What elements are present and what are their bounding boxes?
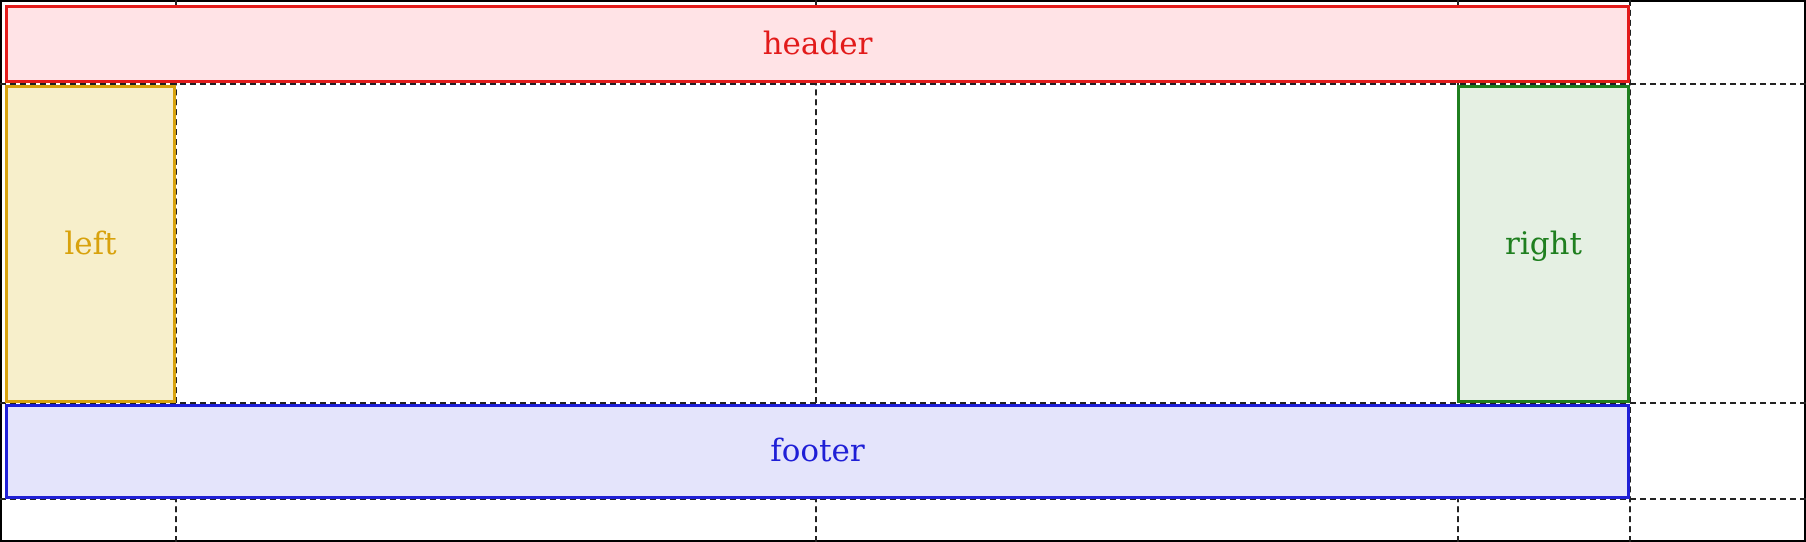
left-area: left [5,85,176,403]
footer-label: footer [770,433,865,469]
grid-column-line-4 [1629,0,1631,542]
grid-column-line-2 [815,0,817,542]
header-area: header [5,5,1630,83]
right-label: right [1504,225,1582,262]
grid-row-line-2 [0,402,1806,404]
footer-area: footer [5,404,1630,499]
header-label: header [762,25,873,62]
grid-row-line-3 [0,498,1806,500]
left-label: left [64,225,117,262]
grid-column-line-1 [175,0,177,542]
grid-row-line-1 [0,83,1806,85]
right-area: right [1457,85,1630,403]
